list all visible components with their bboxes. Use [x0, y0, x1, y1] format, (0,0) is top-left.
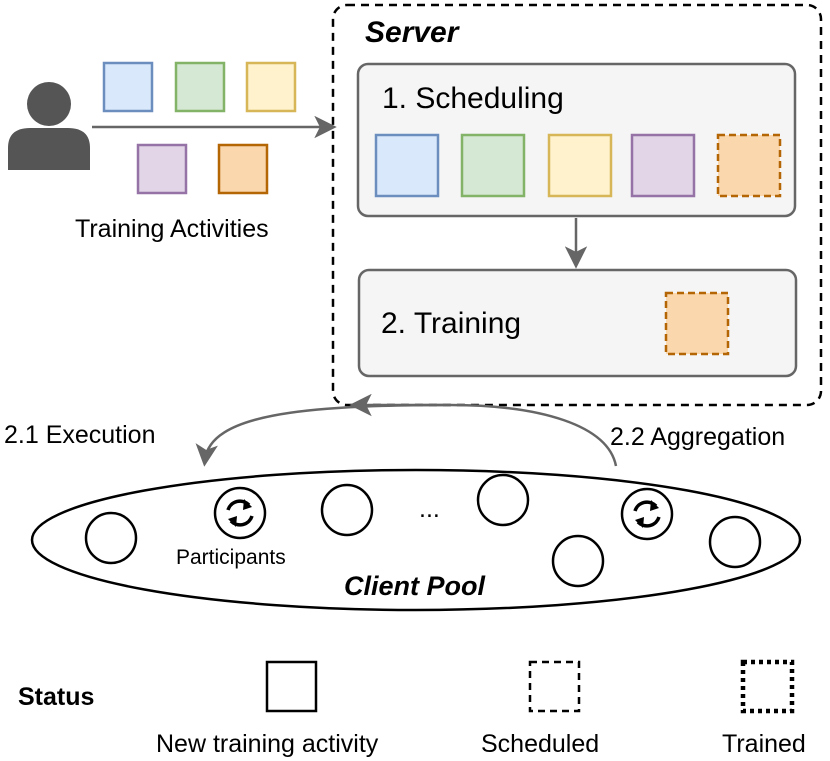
sync-icon: [633, 500, 661, 528]
activity-square-yellow: [245, 61, 297, 113]
legend-swatch-trained: [740, 659, 795, 714]
legend-swatch-new: [265, 660, 318, 713]
client-pool-ellipse: [30, 468, 802, 612]
training-activities-caption: Training Activities: [75, 215, 269, 243]
activity-square-blue: [102, 61, 154, 113]
server-title: Server: [365, 16, 461, 49]
queue-square-yellow: [547, 133, 613, 198]
training-square-orange: [664, 291, 730, 356]
legend-title: Status: [18, 683, 94, 711]
scheduling-label: 1. Scheduling: [382, 82, 564, 115]
client-ellipsis: ...: [419, 495, 440, 523]
legend-label-scheduled: Scheduled: [481, 730, 599, 758]
client-circle: [320, 483, 374, 537]
execution-label: 2.1 Execution: [4, 421, 156, 449]
queue-square-purple: [630, 133, 696, 198]
client-circle: [476, 473, 530, 527]
client-circle: [708, 515, 762, 569]
participant-client-circle: [620, 487, 674, 541]
client-circle: [84, 511, 138, 565]
queue-square-blue: [374, 133, 440, 198]
client-circle: [551, 534, 605, 588]
user-icon: [8, 82, 90, 170]
training-label: 2. Training: [381, 307, 521, 340]
activity-square-orange: [217, 143, 269, 195]
activity-square-purple: [136, 143, 188, 195]
participants-label: Participants: [176, 546, 286, 569]
legend-label-trained: Trained: [722, 730, 806, 758]
execution-aggregation-arrow: [349, 393, 618, 467]
execution-arrow: [195, 403, 451, 467]
legend-swatch-scheduled: [528, 660, 581, 713]
queue-square-orange-scheduled: [716, 133, 782, 198]
server-container: [331, 3, 823, 407]
participant-client-circle: [213, 486, 267, 540]
sync-icon: [226, 499, 254, 527]
queue-square-green: [460, 133, 526, 198]
client-pool-title: Client Pool: [344, 571, 485, 601]
aggregation-label: 2.2 Aggregation: [610, 423, 785, 451]
activity-square-green: [174, 61, 226, 113]
legend-label-new: New training activity: [156, 730, 379, 758]
